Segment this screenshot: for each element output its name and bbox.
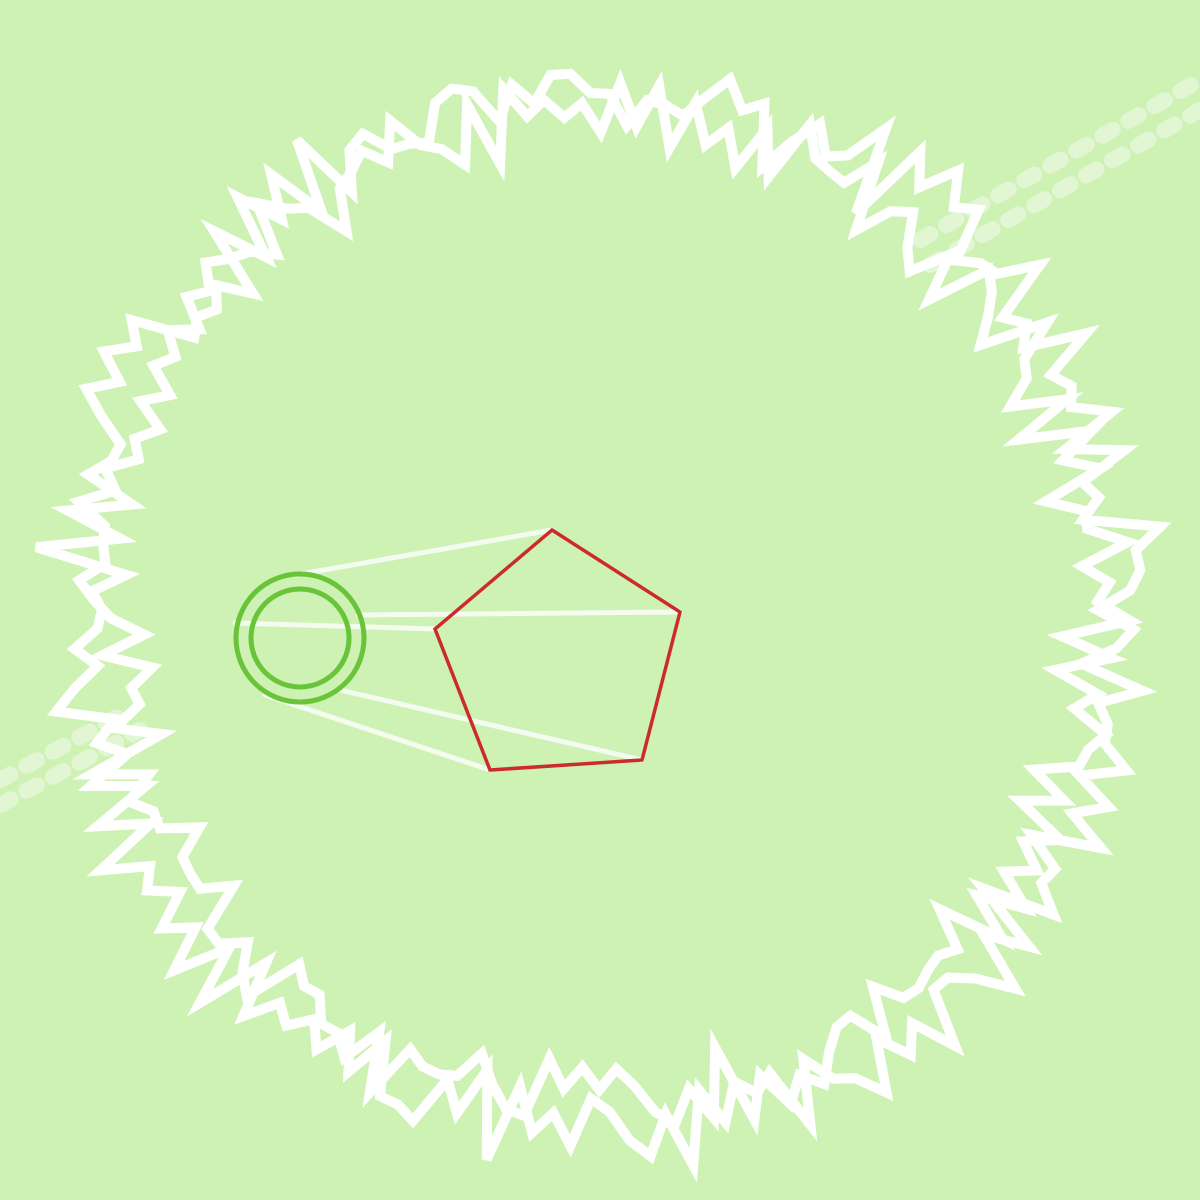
beam-lower <box>337 687 645 763</box>
player-inner-ring <box>248 586 352 690</box>
beam-bottom <box>262 692 493 773</box>
beam-middle <box>232 620 438 632</box>
player-outer-ring <box>233 571 367 705</box>
player-token[interactable] <box>233 571 367 705</box>
arena-ring-inner <box>68 69 1144 1136</box>
beam-middle-upper <box>355 609 683 618</box>
aim-beams <box>232 527 683 773</box>
target-pentagon[interactable] <box>432 527 683 772</box>
arena-ring <box>34 68 1172 1183</box>
beam-top <box>292 527 555 578</box>
